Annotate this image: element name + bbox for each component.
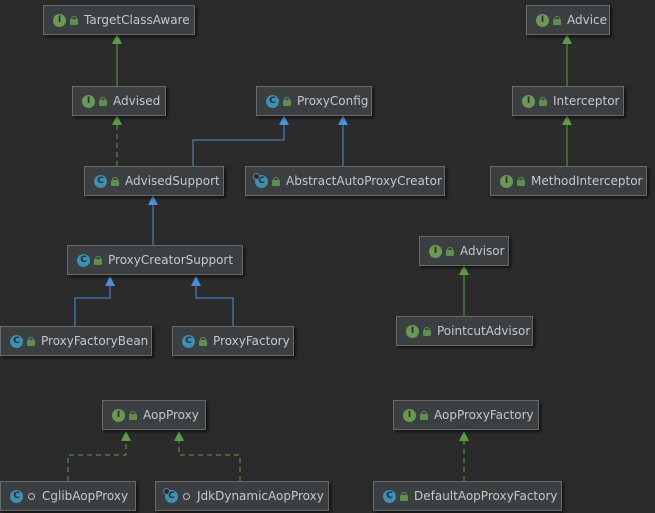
lock-icon xyxy=(400,491,408,501)
interface-icon: I xyxy=(82,94,95,108)
lock-icon xyxy=(94,255,102,265)
package-private-icon xyxy=(28,492,35,500)
interface-icon: I xyxy=(403,408,416,422)
lock-icon xyxy=(423,326,431,336)
node-jdk-dynamic-aop-proxy[interactable]: C JdkDynamicAopProxy xyxy=(155,481,329,511)
node-abstract-auto-proxy-creator[interactable]: C AbstractAutoProxyCreator xyxy=(245,166,445,196)
lock-icon xyxy=(446,246,454,256)
interface-icon: I xyxy=(429,244,442,258)
class-icon: C xyxy=(10,334,23,348)
node-default-aop-proxy-factory[interactable]: C DefaultAopProxyFactory xyxy=(373,481,562,511)
edge-cglib-aop-proxy-aop-proxy xyxy=(67,431,131,481)
node-target-class-aware[interactable]: I TargetClassAware xyxy=(43,5,195,35)
class-icon: C xyxy=(10,489,23,503)
node-label: Advised xyxy=(113,94,161,108)
node-label: Advice xyxy=(567,13,608,27)
node-label: AbstractAutoProxyCreator xyxy=(286,174,442,188)
lock-icon xyxy=(129,410,137,420)
class-icon: C xyxy=(94,174,107,188)
node-label: PointcutAdvisor xyxy=(437,324,531,338)
edge-advised-support-advised xyxy=(112,115,122,166)
lock-icon xyxy=(272,176,280,186)
edge-default-aop-proxy-factory-aop-proxy-factory xyxy=(459,431,469,481)
node-interceptor[interactable]: I Interceptor xyxy=(512,86,624,116)
edge-proxy-factory-bean-proxy-creator-support xyxy=(74,276,115,326)
node-label: AopProxy xyxy=(143,408,199,422)
node-method-interceptor[interactable]: I MethodInterceptor xyxy=(490,166,647,196)
node-label: ProxyFactory xyxy=(213,334,290,348)
interface-icon: I xyxy=(500,174,513,188)
edge-advised-target-class-aware xyxy=(112,34,122,86)
edge-jdk-dynamic-aop-proxy-aop-proxy xyxy=(174,431,241,481)
node-advice[interactable]: I Advice xyxy=(526,5,610,35)
node-label: ProxyConfig xyxy=(297,94,369,108)
lock-icon xyxy=(111,176,119,186)
node-label: TargetClassAware xyxy=(84,13,190,27)
node-advised[interactable]: I Advised xyxy=(72,86,166,116)
node-proxy-factory-bean[interactable]: C ProxyFactoryBean xyxy=(0,326,152,356)
lock-icon xyxy=(199,336,207,346)
edge-interceptor-advice xyxy=(562,34,572,86)
abstract-class-icon: C xyxy=(253,172,268,188)
node-proxy-factory[interactable]: C ProxyFactory xyxy=(172,326,294,356)
edge-pointcut-advisor-advisor xyxy=(459,265,469,316)
node-proxy-creator-support[interactable]: C ProxyCreatorSupport xyxy=(67,245,243,275)
class-icon: C xyxy=(77,253,90,267)
edge-advised-support-proxy-config xyxy=(192,115,289,166)
node-label: AdvisedSupport xyxy=(125,174,220,188)
final-class-icon: C xyxy=(163,487,178,503)
lock-icon xyxy=(27,336,35,346)
lock-icon xyxy=(283,96,291,106)
edge-proxy-creator-support-advised-support xyxy=(148,195,158,245)
class-icon: C xyxy=(266,94,279,108)
node-label: Interceptor xyxy=(553,94,620,108)
edge-method-interceptor-interceptor xyxy=(562,115,572,166)
node-label: ProxyCreatorSupport xyxy=(108,253,234,267)
node-label: Advisor xyxy=(460,244,505,258)
node-proxy-config[interactable]: C ProxyConfig xyxy=(256,86,372,116)
lock-icon xyxy=(539,96,547,106)
node-advisor[interactable]: I Advisor xyxy=(419,236,509,266)
interface-icon: I xyxy=(522,94,535,108)
node-label: ProxyFactoryBean xyxy=(41,334,149,348)
node-label: DefaultAopProxyFactory xyxy=(414,489,558,503)
interface-icon: I xyxy=(112,408,125,422)
lock-icon xyxy=(420,410,428,420)
lock-icon xyxy=(517,176,525,186)
class-icon: C xyxy=(383,489,396,503)
node-aop-proxy-factory[interactable]: I AopProxyFactory xyxy=(393,400,539,430)
package-private-icon xyxy=(183,492,190,500)
class-icon: C xyxy=(182,334,195,348)
node-label: MethodInterceptor xyxy=(531,174,643,188)
node-label: AopProxyFactory xyxy=(434,408,534,422)
lock-icon xyxy=(70,15,78,25)
node-label: CglibAopProxy xyxy=(42,489,129,503)
lock-icon xyxy=(553,15,561,25)
interface-icon: I xyxy=(536,13,549,27)
node-label: JdkDynamicAopProxy xyxy=(197,489,324,503)
node-advised-support[interactable]: C AdvisedSupport xyxy=(84,166,224,196)
lock-icon xyxy=(99,96,107,106)
node-cglib-aop-proxy[interactable]: C CglibAopProxy xyxy=(0,481,136,511)
edge-proxy-factory-proxy-creator-support xyxy=(191,276,234,326)
node-pointcut-advisor[interactable]: I PointcutAdvisor xyxy=(396,316,533,346)
edge-abstract-auto-proxy-creator-proxy-config xyxy=(338,115,348,166)
interface-icon: I xyxy=(53,13,66,27)
interface-icon: I xyxy=(406,324,419,338)
node-aop-proxy[interactable]: I AopProxy xyxy=(102,400,206,430)
